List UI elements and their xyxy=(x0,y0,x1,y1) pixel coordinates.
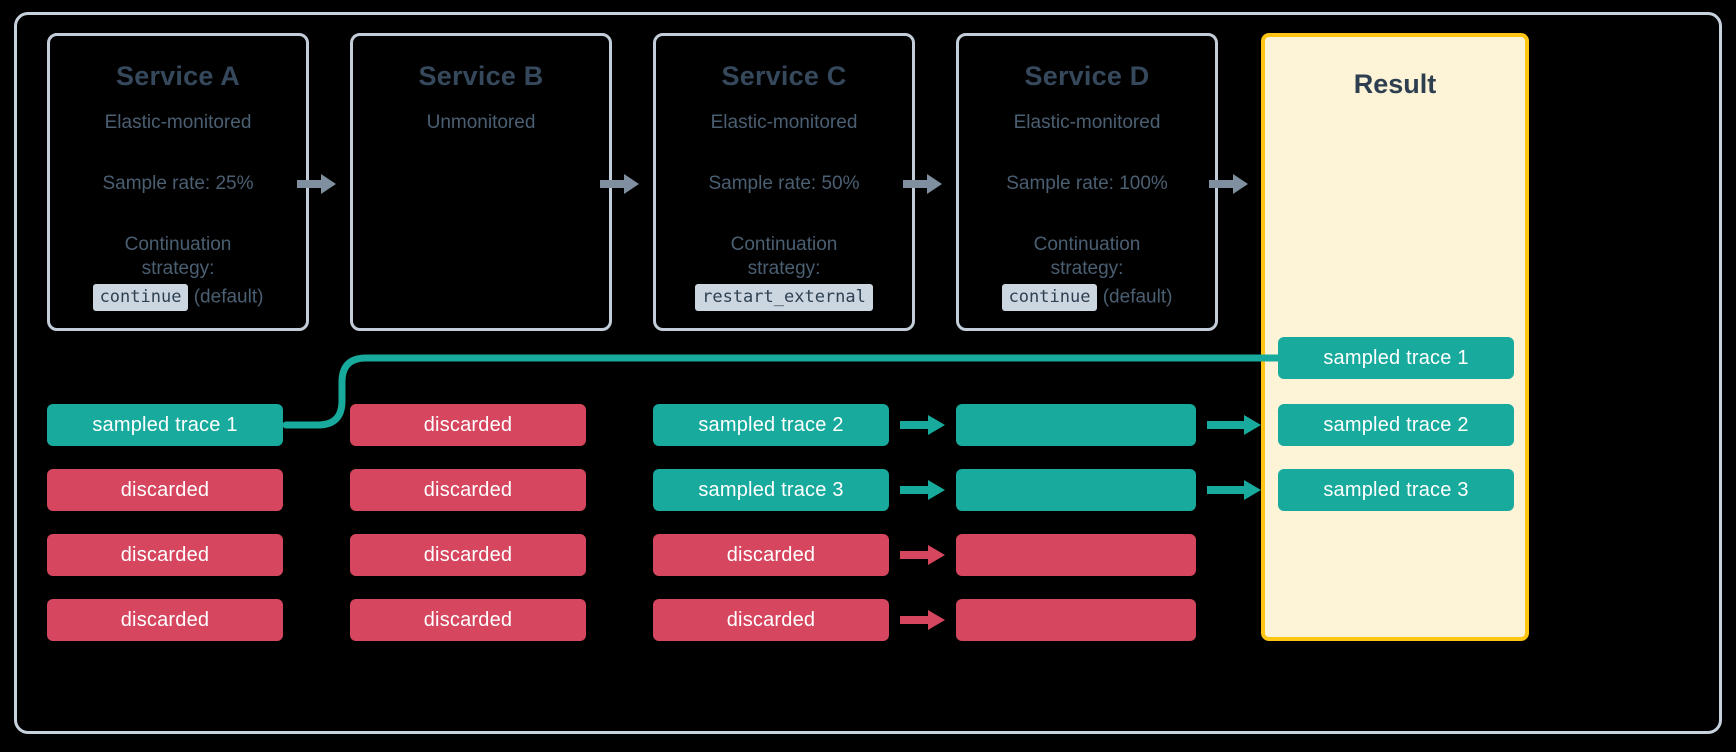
service-flow-arrow-a-to-b xyxy=(297,172,337,196)
service-card-service-b: Service B Unmonitored xyxy=(350,33,612,331)
trace-box-service-d-3 xyxy=(956,534,1196,576)
trace-arrow-d-to-result-1 xyxy=(1207,414,1261,436)
trace-box-service-d-2 xyxy=(956,469,1196,511)
service-card-strategy-value: continue (default) xyxy=(50,283,306,311)
result-trace-box-1: sampled trace 1 xyxy=(1278,337,1514,379)
trace-arrow-d-to-result-2 xyxy=(1207,479,1261,501)
service-flow-arrow-c-to-d xyxy=(903,172,943,196)
service-card-sample-rate: Sample rate: 50% xyxy=(708,172,860,194)
service-flow-arrow-b-to-c xyxy=(600,172,640,196)
strategy-default-note: (default) xyxy=(193,286,264,308)
service-card-strategy-label: strategy: xyxy=(747,257,821,279)
result-trace-box-2: sampled trace 2 xyxy=(1278,404,1514,446)
trace-box-service-c-3: discarded xyxy=(653,534,889,576)
trace-arrow-c-to-d-2 xyxy=(900,479,946,501)
trace-arrow-c-to-d-4 xyxy=(900,609,946,631)
strategy-code-badge: restart_external xyxy=(695,283,873,311)
trace-arrow-c-to-d-1 xyxy=(900,414,946,436)
trace-box-service-b-3: discarded xyxy=(350,534,586,576)
trace-box-service-b-2: discarded xyxy=(350,469,586,511)
service-card-strategy-label: strategy: xyxy=(141,257,215,279)
strategy-code-badge: continue xyxy=(1001,283,1098,311)
service-card-continuation-label: Continuation xyxy=(1033,233,1141,255)
trace-arrow-c-to-d-3 xyxy=(900,544,946,566)
service-card-sample-rate: Sample rate: 25% xyxy=(102,172,254,194)
service-card-monitoring: Elastic-monitored xyxy=(104,111,252,133)
service-card-service-c: Service C Elastic-monitored Sample rate:… xyxy=(653,33,915,331)
trace-box-service-c-2: sampled trace 3 xyxy=(653,469,889,511)
service-card-service-a: Service A Elastic-monitored Sample rate:… xyxy=(47,33,309,331)
service-card-sample-rate: Sample rate: 100% xyxy=(1006,172,1168,194)
service-card-monitoring: Elastic-monitored xyxy=(710,111,858,133)
service-card-monitoring: Unmonitored xyxy=(426,111,536,133)
trace-box-service-d-4 xyxy=(956,599,1196,641)
service-card-title: Service A xyxy=(116,61,240,91)
service-card-strategy-label: strategy: xyxy=(1050,257,1124,279)
trace-box-service-d-1 xyxy=(956,404,1196,446)
trace-box-service-a-3: discarded xyxy=(47,534,283,576)
service-card-monitoring: Elastic-monitored xyxy=(1013,111,1161,133)
service-card-continuation-label: Continuation xyxy=(124,233,232,255)
trace-box-service-b-1: discarded xyxy=(350,404,586,446)
trace-box-service-c-4: discarded xyxy=(653,599,889,641)
service-card-continuation-label: Continuation xyxy=(730,233,838,255)
result-panel-title: Result xyxy=(1353,69,1437,99)
result-trace-box-3: sampled trace 3 xyxy=(1278,469,1514,511)
service-card-title: Service D xyxy=(1024,61,1150,91)
trace-box-service-b-4: discarded xyxy=(350,599,586,641)
trace-box-service-a-4: discarded xyxy=(47,599,283,641)
trace-box-service-c-1: sampled trace 2 xyxy=(653,404,889,446)
service-card-title: Service B xyxy=(418,61,544,91)
service-flow-arrow-d-to-result xyxy=(1209,172,1249,196)
service-card-strategy-value: continue (default) xyxy=(959,283,1215,311)
service-card-title: Service C xyxy=(721,61,847,91)
service-card-strategy-value: restart_external xyxy=(656,283,912,311)
trace-box-service-a-2: discarded xyxy=(47,469,283,511)
strategy-code-badge: continue xyxy=(92,283,189,311)
trace-box-service-a-1: sampled trace 1 xyxy=(47,404,283,446)
service-card-service-d: Service D Elastic-monitored Sample rate:… xyxy=(956,33,1218,331)
strategy-default-note: (default) xyxy=(1102,286,1173,308)
